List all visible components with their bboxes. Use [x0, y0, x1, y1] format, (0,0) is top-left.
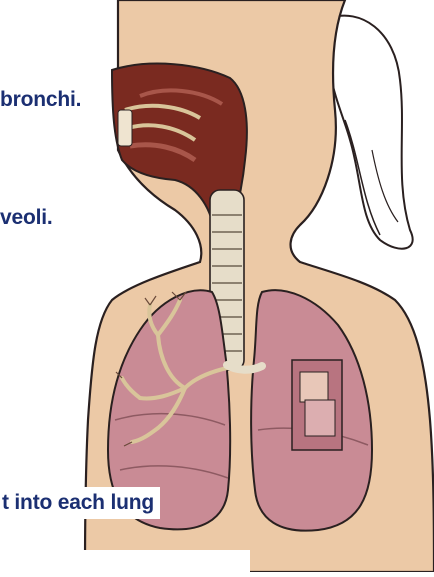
- alveoli-detail: [292, 360, 342, 450]
- hair-ponytail: [327, 16, 412, 249]
- caption-alveoli: veoli.: [0, 207, 53, 228]
- caption-strip-bottom: [0, 550, 250, 572]
- caption-bronchi: bronchi.: [0, 89, 81, 110]
- caption-each-lung: t into each lung: [0, 487, 160, 519]
